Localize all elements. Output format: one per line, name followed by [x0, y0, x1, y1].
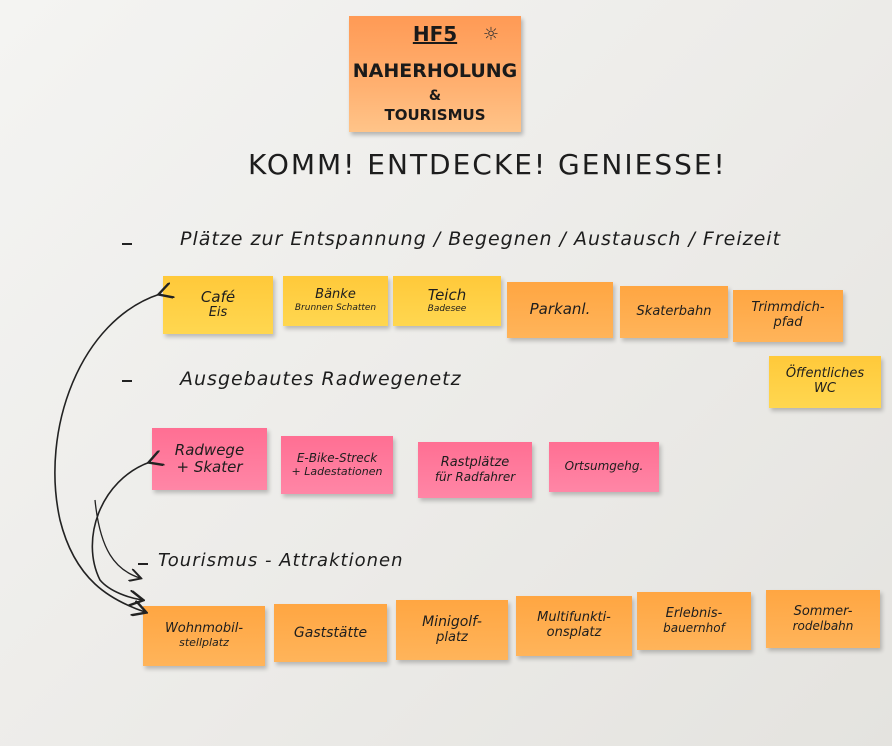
section-relax-heading: Plätze zur Entspannung / Begegnen / Aust…	[180, 228, 782, 250]
note-text: Sommer-	[793, 603, 853, 619]
section-tourism-heading: Tourismus - Attraktionen	[158, 550, 404, 571]
note-text: Gaststätte	[293, 624, 368, 641]
note-text: onsplatz	[546, 625, 602, 640]
header-sticky-note: HF5 ☼ NAHERHOLUNG & TOURISMUS	[349, 16, 521, 132]
note-text: Eis	[208, 305, 228, 321]
note-text: Badesee	[427, 304, 467, 315]
arrow-row2-to-row3	[91, 462, 150, 600]
header-line-2: NAHERHOLUNG	[352, 60, 518, 82]
note-text: Parkanl.	[529, 300, 591, 319]
bullet-dash-2	[122, 380, 132, 382]
sticky-note-minigolf: Minigolf- platz	[396, 600, 508, 660]
note-text: Öffentliches	[785, 366, 865, 382]
sticky-note-wc: Öffentliches WC	[769, 356, 881, 408]
bullet-dash-1	[122, 243, 132, 245]
sticky-note-gaststaette: Gaststätte	[274, 604, 387, 662]
sticky-note-sommerrodelbahn: Sommer- rodelbahn	[766, 590, 880, 648]
note-text: pfad	[773, 315, 803, 330]
sticky-note-cafe: Café Eis	[163, 276, 273, 334]
section-cycle-heading: Ausgebautes Radwegenetz	[180, 368, 462, 390]
sticky-note-multifunktion: Multifunkti- onsplatz	[516, 596, 632, 656]
note-text: Café	[200, 287, 236, 306]
note-text: Bänke	[315, 287, 356, 303]
note-text: Trimmdich-	[751, 300, 825, 316]
arrow-row1-to-row3	[54, 294, 160, 612]
sticky-note-erlebnisbauernhof: Erlebnis- bauernhof	[637, 592, 751, 650]
note-text: für Radfahrer	[434, 469, 516, 484]
sticky-note-baenke: Bänke Brunnen Schatten	[283, 276, 388, 326]
note-text: Teich	[427, 286, 467, 305]
note-text: Multifunkti-	[537, 610, 611, 626]
sticky-note-parkanl: Parkanl.	[507, 282, 613, 338]
note-text: rodelbahn	[792, 618, 854, 633]
note-text: Brunnen Schatten	[294, 303, 377, 314]
sticky-note-trimmdichpfad: Trimmdich- pfad	[733, 290, 843, 342]
note-text: WC	[814, 381, 836, 396]
note-text: Minigolf-	[422, 614, 482, 631]
note-text: + Skater	[176, 458, 243, 476]
header-line-1: HF5	[412, 22, 458, 46]
sticky-note-teich: Teich Badesee	[393, 276, 501, 326]
header-line-4: TOURISMUS	[384, 106, 486, 124]
sticky-note-skaterbahn: Skaterbahn	[620, 286, 728, 338]
note-text: + Ladestationen	[291, 464, 383, 478]
note-text: Ortsumgehg.	[564, 459, 644, 474]
note-text: bauernhof	[663, 620, 725, 635]
header-line-3: &	[428, 88, 442, 104]
note-text: stellplatz	[179, 636, 229, 650]
note-text: Skaterbahn	[636, 303, 712, 319]
note-text: E-Bike-Streck	[296, 450, 378, 465]
sun-icon: ☼	[482, 24, 499, 45]
slogan: KOMM! ENTDECKE! GENIESSE!	[248, 148, 727, 181]
arrow-row2-to-tourism	[94, 499, 140, 578]
sticky-note-ortsumgehung: Ortsumgehg.	[549, 442, 659, 492]
sticky-note-ebike: E-Bike-Streck + Ladestationen	[281, 436, 393, 494]
sticky-note-rastplaetze: Rastplätze für Radfahrer	[418, 442, 532, 498]
note-text: platz	[436, 629, 468, 645]
note-text: Rastplätze	[440, 454, 510, 470]
note-text: Wohnmobil-	[164, 621, 244, 637]
note-text: Erlebnis-	[665, 605, 723, 621]
note-text: Radwege	[174, 440, 245, 459]
